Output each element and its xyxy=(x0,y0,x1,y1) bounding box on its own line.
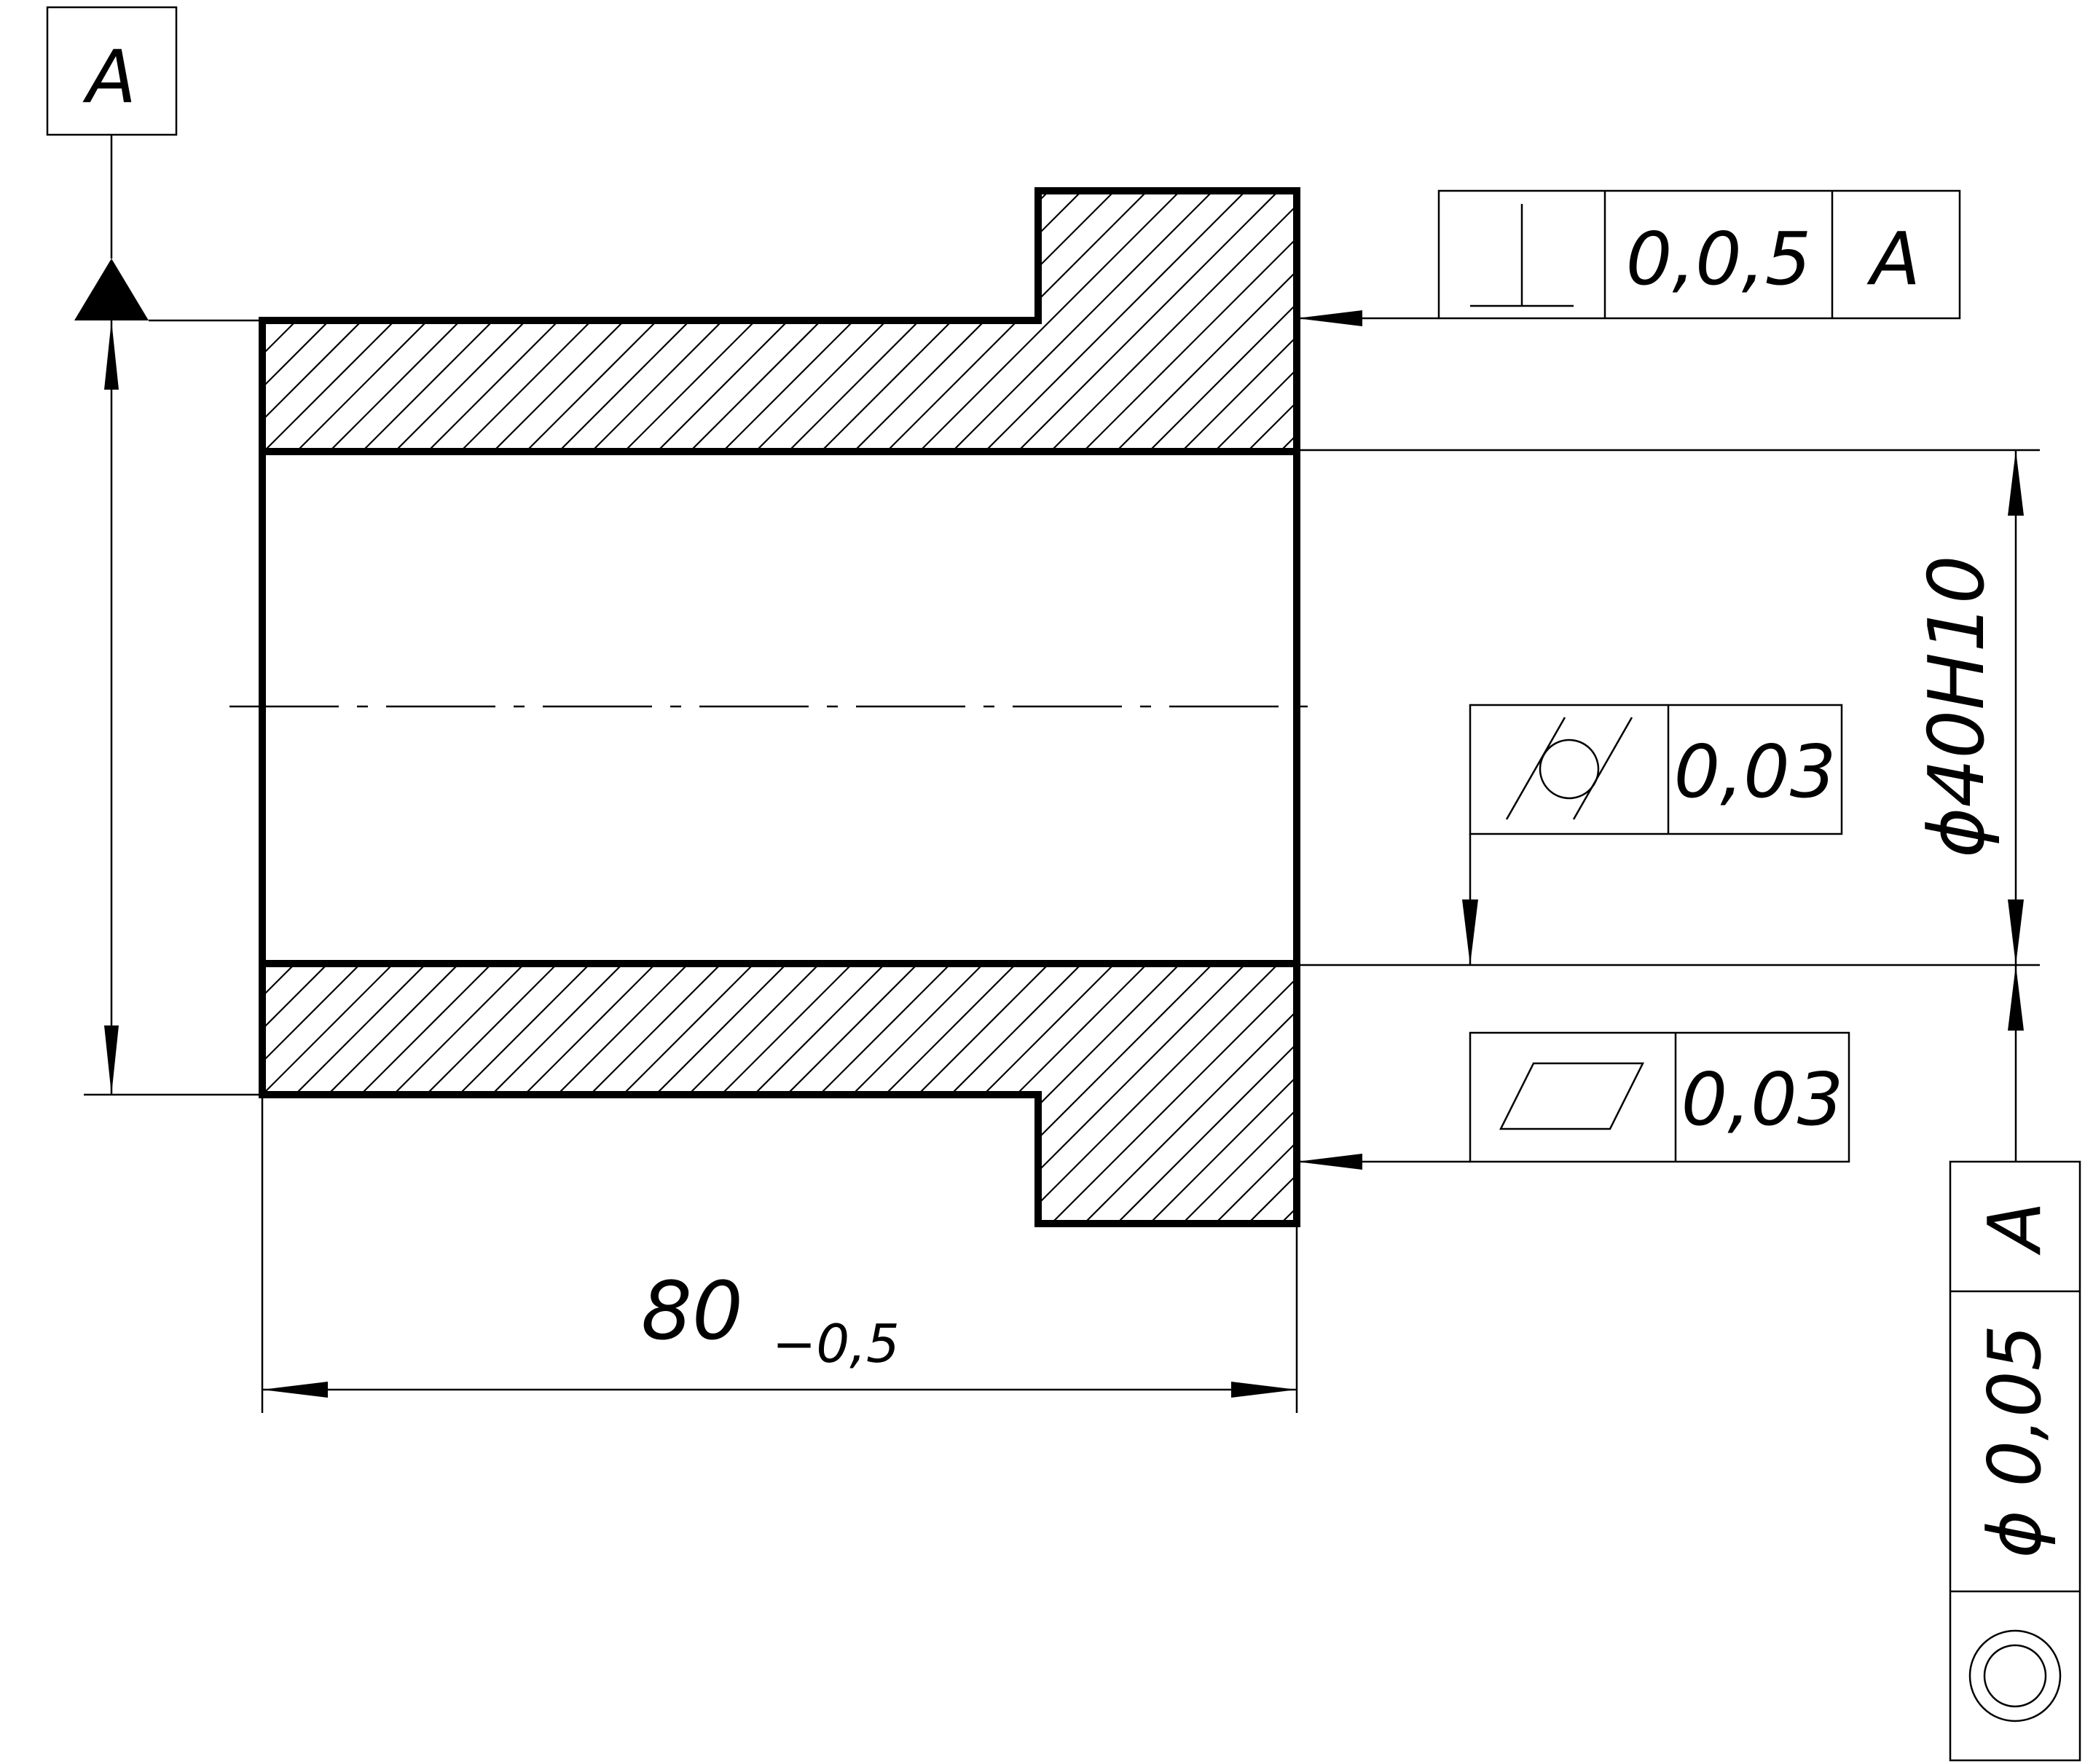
hatch-line xyxy=(1182,964,1297,1224)
hatch-line xyxy=(262,964,361,1224)
outer-dimension-line xyxy=(84,320,262,1096)
cylindricity-arrow xyxy=(1462,899,1478,965)
hatch-line xyxy=(1181,191,1297,452)
hatch-line xyxy=(262,964,263,1224)
cylindricity-value: 0,03 xyxy=(1674,729,1837,814)
datum-a-letter: A xyxy=(82,34,136,119)
hatch-line xyxy=(1246,191,1297,452)
hatch-line xyxy=(1115,191,1297,452)
cylindricity-frame: 0,03 xyxy=(1462,704,1843,965)
datum-a-label: A xyxy=(46,6,262,322)
hatch-line xyxy=(1083,964,1297,1224)
hatch-line xyxy=(1214,191,1297,452)
concentricity-frame: A ϕ 0,05 xyxy=(1949,1160,2081,1762)
hatch-line xyxy=(1018,964,1279,1224)
flatness-arrow xyxy=(1297,1154,1362,1170)
perpendicularity-arrow xyxy=(1297,310,1362,326)
perpendicularity-value: 0,0,5 xyxy=(1626,216,1811,302)
length-tolerance: −0,5 xyxy=(772,1313,900,1374)
concentricity-datum: A xyxy=(1972,1202,2057,1256)
flatness-value: 0,03 xyxy=(1681,1057,1844,1142)
concentricity-value: ϕ 0,05 xyxy=(1972,1325,2057,1558)
perpendicularity-datum: A xyxy=(1866,216,1920,302)
hatch-line xyxy=(984,191,1246,452)
bore-diameter-label: ϕ40H10 xyxy=(1912,555,2001,857)
datum-triangle xyxy=(74,259,149,320)
hatch-line xyxy=(1214,964,1297,1224)
hatch-line xyxy=(1017,191,1279,452)
hatch-line xyxy=(1083,191,1297,452)
bore-diameter-dimension: ϕ40H10 xyxy=(1297,449,2040,1162)
hatch-line xyxy=(1280,964,1297,1224)
hatch-line xyxy=(262,964,296,1224)
perpendicularity-frame: 0,0,5 A xyxy=(1297,189,1961,326)
hatch-line xyxy=(951,191,1214,452)
length-dimension: 80 −0,5 xyxy=(261,1095,1298,1413)
length-value: 80 xyxy=(641,1264,743,1358)
hatch-line xyxy=(1279,191,1297,452)
hatch-line xyxy=(1247,964,1297,1224)
hatch-line xyxy=(1149,964,1297,1224)
flatness-symbol-icon xyxy=(1499,1062,1645,1130)
cylindricity-symbol-icon xyxy=(1505,717,1633,820)
hatch-line xyxy=(1148,191,1297,452)
concentricity-symbol-icon xyxy=(1968,1629,2062,1722)
hatch-line xyxy=(1050,191,1297,452)
hatch-line xyxy=(1051,964,1297,1224)
hatch-line xyxy=(1116,964,1297,1224)
perpendicularity-symbol-icon xyxy=(1470,204,1574,307)
flatness-frame: 0,03 xyxy=(1297,1031,1850,1170)
hatch-line xyxy=(919,191,1181,452)
hatch-line xyxy=(262,964,329,1224)
